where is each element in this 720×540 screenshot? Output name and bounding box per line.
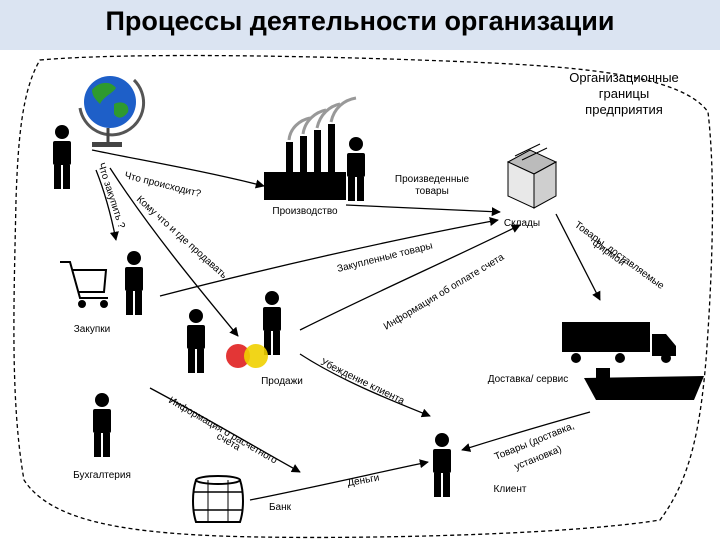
sales-person-icon (187, 309, 205, 373)
arrow-persuade-client (299, 353, 431, 418)
label-production: Производство (272, 206, 338, 217)
arrow-payment-info (299, 224, 521, 331)
client-person-icon (433, 433, 451, 497)
warehouse-box-icon (506, 143, 558, 209)
arrow-label-account-info-1: Информация о расчетного (167, 394, 280, 466)
truck-icon (562, 322, 676, 363)
arrow-bought-goods (159, 217, 499, 297)
venn-chart-icon (226, 344, 268, 368)
arrow-account-info (149, 387, 301, 473)
label-client: Клиент (494, 484, 527, 495)
arrow-money (249, 459, 429, 501)
arrow-label-bought-goods: Закупленные товары (336, 241, 434, 275)
arrow-what-buy (95, 169, 119, 241)
label-goods-made-1: Произведенные (395, 174, 470, 185)
globe-icon (78, 76, 146, 147)
production-person-icon (347, 137, 365, 201)
bank-barrel-icon (192, 475, 244, 523)
label-goods-made-2: товары (415, 186, 449, 197)
organizational-boundary (13, 54, 714, 539)
arrow-label-what-happens: Что происходит? (123, 170, 202, 200)
arrow-produced-goods (345, 204, 501, 217)
arrow-label-whom-sell: Кому что и где продавать (134, 194, 229, 281)
label-delivery: Доставка/ сервис (488, 374, 569, 385)
manager-person-icon (53, 125, 71, 189)
label-purchases: Закупки (74, 324, 110, 335)
arrow-label-payment-info: Информация об оплате счета (381, 251, 506, 333)
boundary-label-line2: границы (599, 86, 649, 101)
arrow-whom-sell (109, 167, 239, 337)
label-accounting: Бухгалтерия (73, 470, 131, 481)
sales-person-2-icon (263, 291, 281, 355)
label-sales: Продажи (261, 376, 303, 387)
purchasing-person-icon (125, 251, 143, 315)
arrow-goods-by-firm (555, 213, 601, 301)
page-title: Процессы деятельности организации (105, 6, 615, 36)
arrow-delivery-to-client (461, 411, 591, 452)
boundary-label-line3: предприятия (585, 102, 663, 117)
accountant-person-icon (93, 393, 111, 457)
arrow-what-happens (91, 149, 265, 189)
boundary-label-line1: Организационные (569, 70, 679, 85)
ship-icon (584, 368, 704, 400)
shopping-cart-icon (60, 261, 108, 308)
arrow-label-persuade-client: Убеждение клиента (319, 356, 407, 407)
label-warehouses: Склады (504, 218, 540, 229)
factory-icon (264, 96, 357, 200)
title-bar (0, 0, 720, 50)
arrow-label-money: Деньги (347, 473, 381, 489)
label-bank: Банк (269, 502, 292, 513)
